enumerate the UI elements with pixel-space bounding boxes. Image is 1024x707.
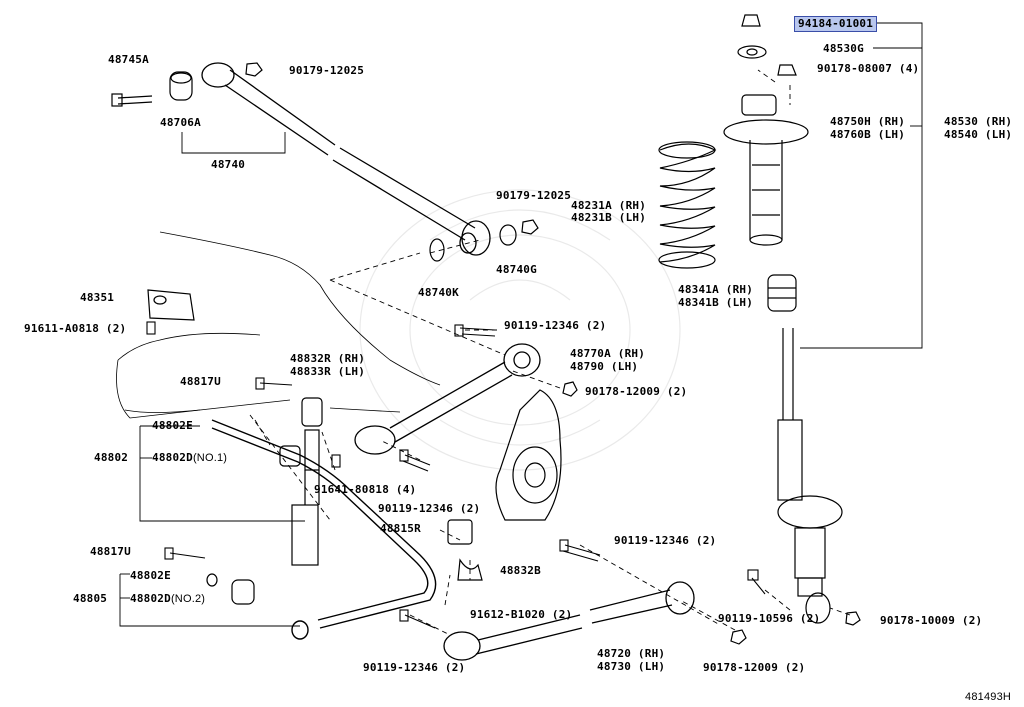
bushing-48802d2 xyxy=(231,579,255,605)
bracket-48832b xyxy=(457,558,483,581)
body-outline xyxy=(116,231,441,419)
bushing-48802d1 xyxy=(279,445,301,467)
label-48815r[interactable]: 48815R xyxy=(380,522,421,535)
label-90119-12346-b[interactable]: 90119-12346 (2) xyxy=(378,502,481,515)
label-48817u-a[interactable]: 48817U xyxy=(180,375,221,388)
label-48745a[interactable]: 48745A xyxy=(108,53,149,66)
label-48706a[interactable]: 48706A xyxy=(160,116,201,129)
shock-upper-mount xyxy=(723,14,809,246)
bolt-48745a xyxy=(111,93,153,107)
label-91641-80818[interactable]: 91641-80818 (4) xyxy=(314,483,417,496)
label-90119-10596[interactable]: 90119-10596 (2) xyxy=(718,612,821,625)
label-90119-12346-c[interactable]: 90119-12346 (2) xyxy=(614,534,717,547)
label-91611-a0818[interactable]: 91611-A0818 (2) xyxy=(24,322,127,335)
label-48341b[interactable]: 48341B (LH) xyxy=(678,296,754,309)
label-90178-12009-b[interactable]: 90178-12009 (2) xyxy=(703,661,806,674)
stabilizer-links xyxy=(291,397,323,566)
lateral-control-rod xyxy=(354,343,541,455)
label-48231a[interactable]: 48231A (RH) xyxy=(571,199,647,212)
figure-id: 481493H xyxy=(965,691,1012,703)
shock-absorber xyxy=(777,328,843,624)
washer-48740g xyxy=(499,224,517,246)
watermark-logo xyxy=(359,189,681,471)
label-48790[interactable]: 48790 (LH) xyxy=(570,360,639,373)
label-90178-08007[interactable]: 90178-08007 (4) xyxy=(817,62,920,75)
label-90178-12009-a[interactable]: 90178-12009 (2) xyxy=(585,385,688,398)
bump-stop xyxy=(767,274,797,312)
label-48770a[interactable]: 48770A (RH) xyxy=(570,347,646,360)
label-91612-b1020[interactable]: 91612-B1020 (2) xyxy=(470,608,573,621)
label-90179-12025-b[interactable]: 90179-12025 xyxy=(496,189,572,202)
label-48231b[interactable]: 48231B (LH) xyxy=(571,211,647,224)
label-48540[interactable]: 48540 (LH) xyxy=(944,128,1013,141)
bushing-48815r xyxy=(447,519,473,545)
label-90178-10009[interactable]: 90178-10009 (2) xyxy=(880,614,983,627)
coil-spring xyxy=(658,141,717,269)
label-48802d-2-note: (NO.2) xyxy=(170,593,206,605)
label-48740[interactable]: 48740 xyxy=(211,158,246,171)
label-48740k[interactable]: 48740K xyxy=(418,286,459,299)
label-48802d-1[interactable]: 48802D(NO.1) xyxy=(152,451,228,465)
label-48730[interactable]: 48730 (LH) xyxy=(597,660,666,673)
label-48832b[interactable]: 48832B xyxy=(500,564,541,577)
label-48832r[interactable]: 48832R (RH) xyxy=(290,352,366,365)
label-48833r[interactable]: 48833R (LH) xyxy=(290,365,366,378)
label-48805[interactable]: 48805 xyxy=(73,592,108,605)
label-48740g[interactable]: 48740G xyxy=(496,263,537,276)
upper-control-rod xyxy=(201,62,491,256)
label-48341a[interactable]: 48341A (RH) xyxy=(678,283,754,296)
bracket-48351 xyxy=(147,289,195,321)
lower-control-arm xyxy=(443,581,695,661)
label-48802e-b[interactable]: 48802E xyxy=(130,569,171,582)
label-48750h[interactable]: 48750H (RH) xyxy=(830,115,906,128)
label-90119-12346-d[interactable]: 90119-12346 (2) xyxy=(363,661,466,674)
label-48802e-a[interactable]: 48802E xyxy=(152,419,193,432)
bushing-48706a xyxy=(169,71,193,101)
washer-48740k xyxy=(429,238,445,262)
label-90119-12346-a[interactable]: 90119-12346 (2) xyxy=(504,319,607,332)
stabilizer-bar xyxy=(211,419,437,640)
label-48530g[interactable]: 48530G xyxy=(823,42,864,55)
label-48802d-2-code: 48802D xyxy=(130,592,171,605)
bolts xyxy=(146,321,766,629)
label-48530[interactable]: 48530 (RH) xyxy=(944,115,1013,128)
washer-48802e xyxy=(206,573,218,587)
label-48802d-1-note: (NO.1) xyxy=(192,452,228,464)
label-48351[interactable]: 48351 xyxy=(80,291,115,304)
nut-a xyxy=(245,62,263,77)
label-90179-12025-a[interactable]: 90179-12025 xyxy=(289,64,365,77)
nut-b xyxy=(521,219,539,235)
label-48802d-2[interactable]: 48802D(NO.2) xyxy=(130,592,206,606)
label-94184-01001[interactable]: 94184-01001 xyxy=(794,16,878,32)
bracket-lines xyxy=(119,22,923,627)
label-48802d-1-code: 48802D xyxy=(152,451,193,464)
axle-carrier xyxy=(495,389,562,521)
label-48817u-b[interactable]: 48817U xyxy=(90,545,131,558)
label-48720[interactable]: 48720 (RH) xyxy=(597,647,666,660)
nuts xyxy=(562,381,861,645)
label-48802[interactable]: 48802 xyxy=(94,451,129,464)
label-48760b[interactable]: 48760B (LH) xyxy=(830,128,906,141)
